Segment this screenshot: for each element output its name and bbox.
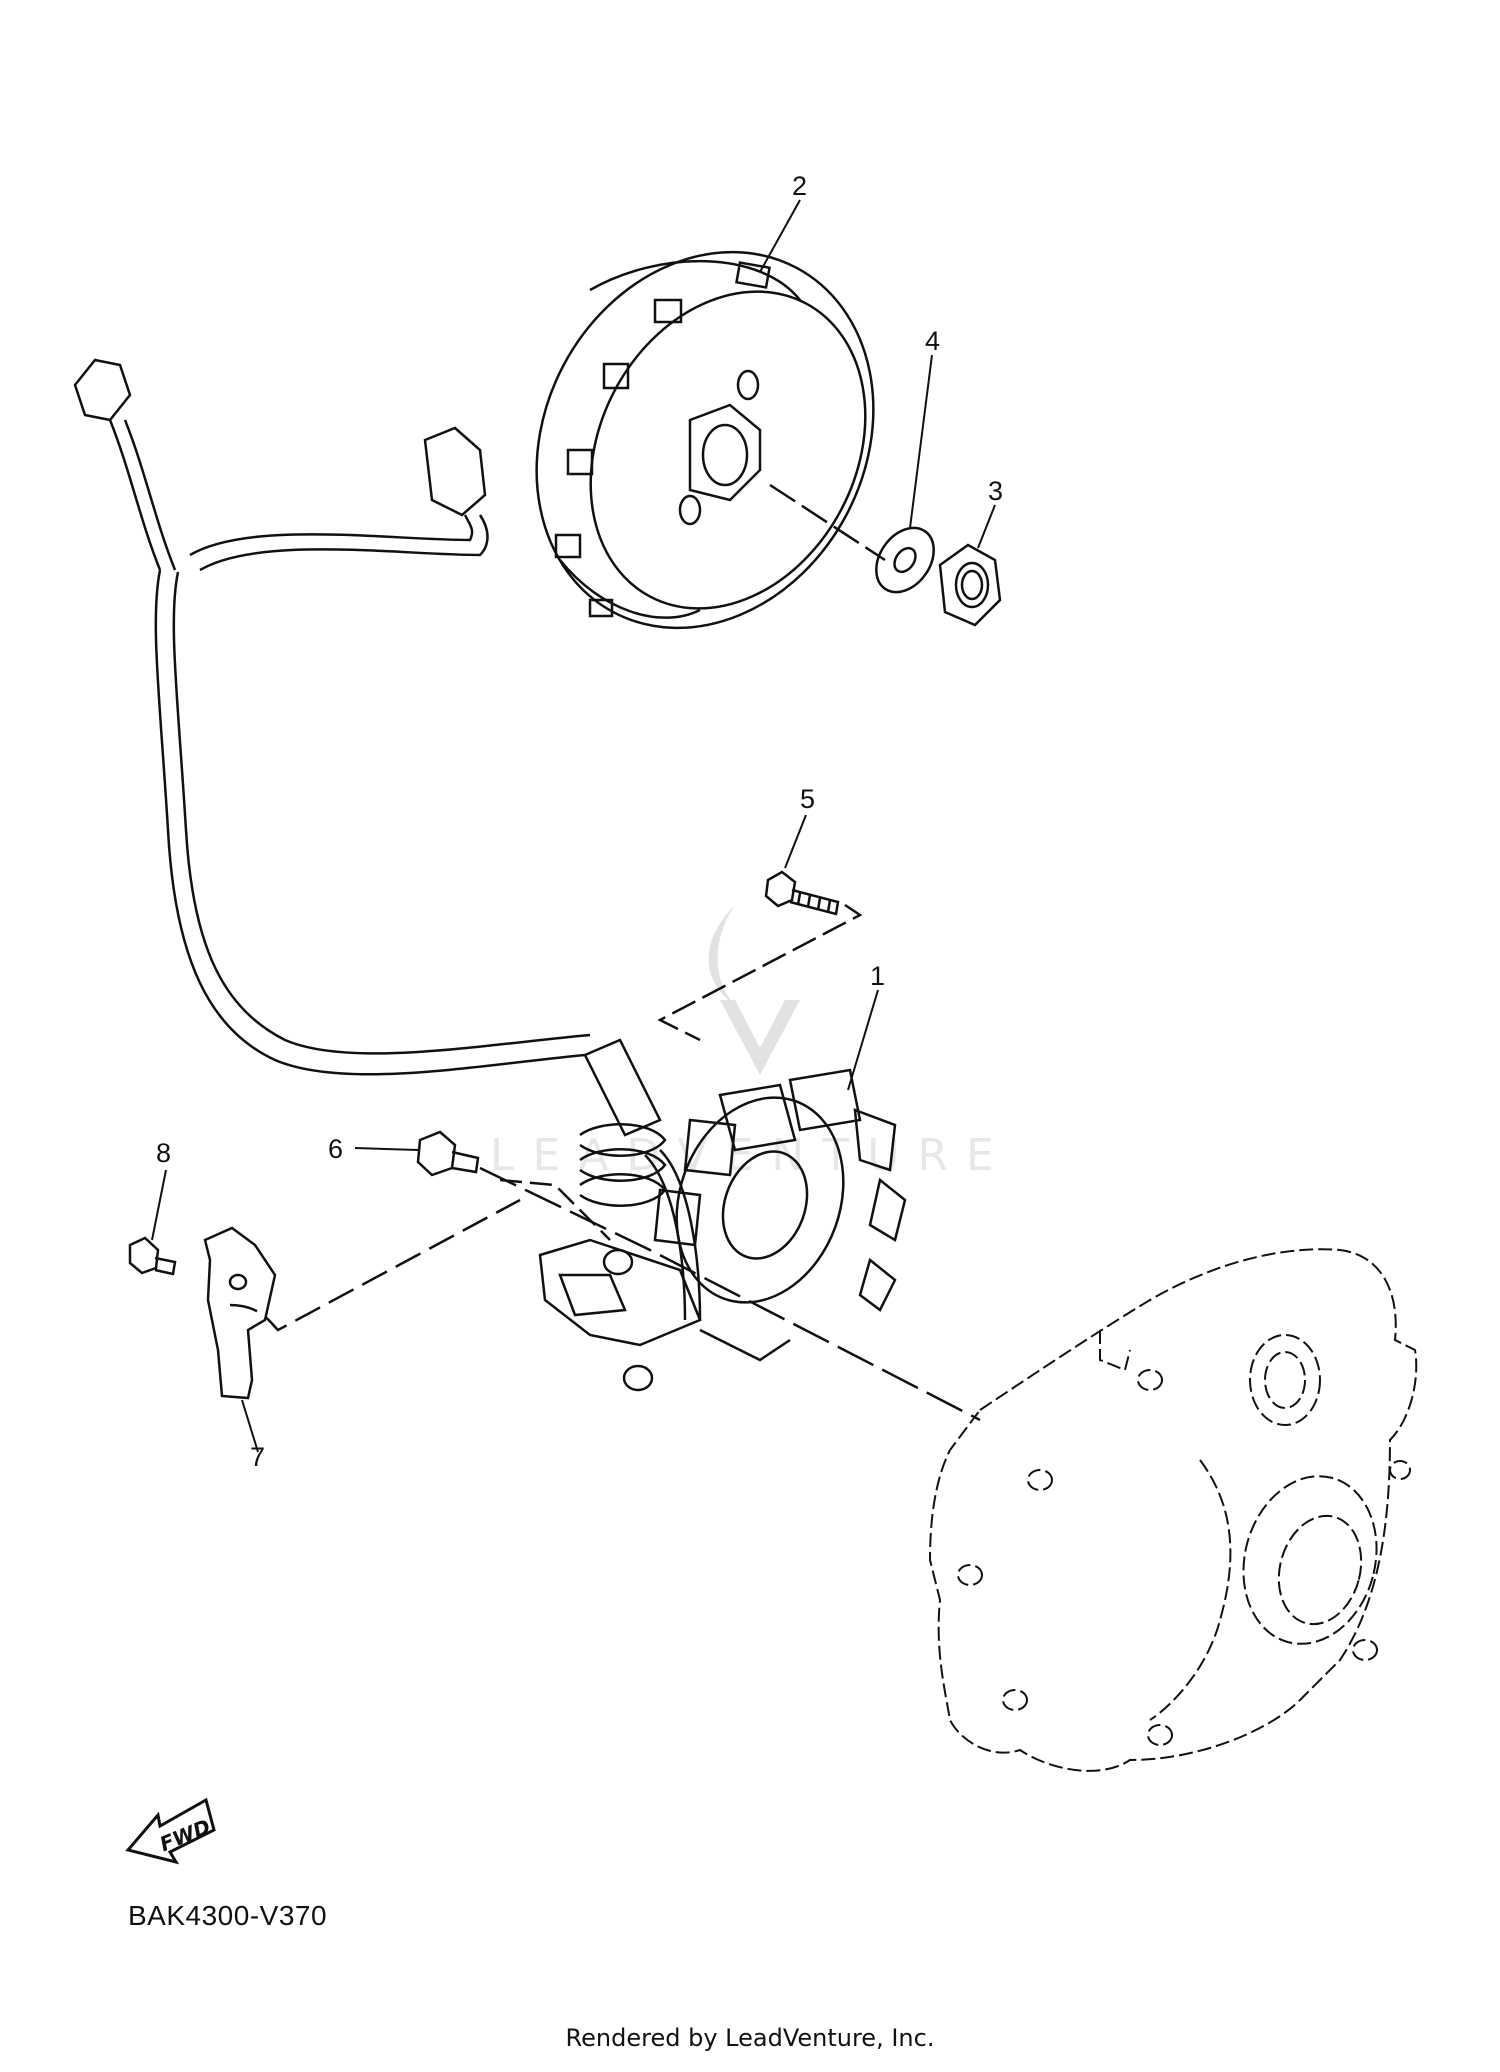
callout-6: 6 xyxy=(328,1134,343,1164)
callout-7: 7 xyxy=(250,1442,265,1472)
callout-5: 5 xyxy=(800,784,815,814)
watermark-text: LEADVENTURE xyxy=(490,1130,1012,1181)
callout-1: 1 xyxy=(870,961,885,991)
wiring-harness xyxy=(73,358,667,1207)
drawing-code: BAK4300-V370 xyxy=(128,1900,328,1931)
bracket-7 xyxy=(203,1198,521,1400)
callout-labels: 2 4 3 5 1 6 8 7 xyxy=(156,171,1003,1472)
bolt-5 xyxy=(657,870,863,1042)
callout-2: 2 xyxy=(792,171,807,201)
callout-8: 8 xyxy=(156,1138,171,1168)
render-credit: Rendered by LeadVenture, Inc. xyxy=(565,2024,935,2052)
leader-lines xyxy=(151,199,996,1453)
callout-3: 3 xyxy=(988,476,1003,506)
watermark-logo: LEADVENTURE xyxy=(490,905,1012,1181)
flange-nut xyxy=(938,543,1002,627)
fwd-arrow-icon: FWD xyxy=(125,1797,216,1865)
screw-6 xyxy=(416,1130,981,1422)
screw-8 xyxy=(128,1236,177,1276)
stator-assembly xyxy=(538,1068,907,1392)
flywheel-rotor xyxy=(535,250,886,630)
washer xyxy=(875,526,935,594)
callout-4: 4 xyxy=(925,326,940,356)
crankcase-cover xyxy=(928,1248,1418,1772)
